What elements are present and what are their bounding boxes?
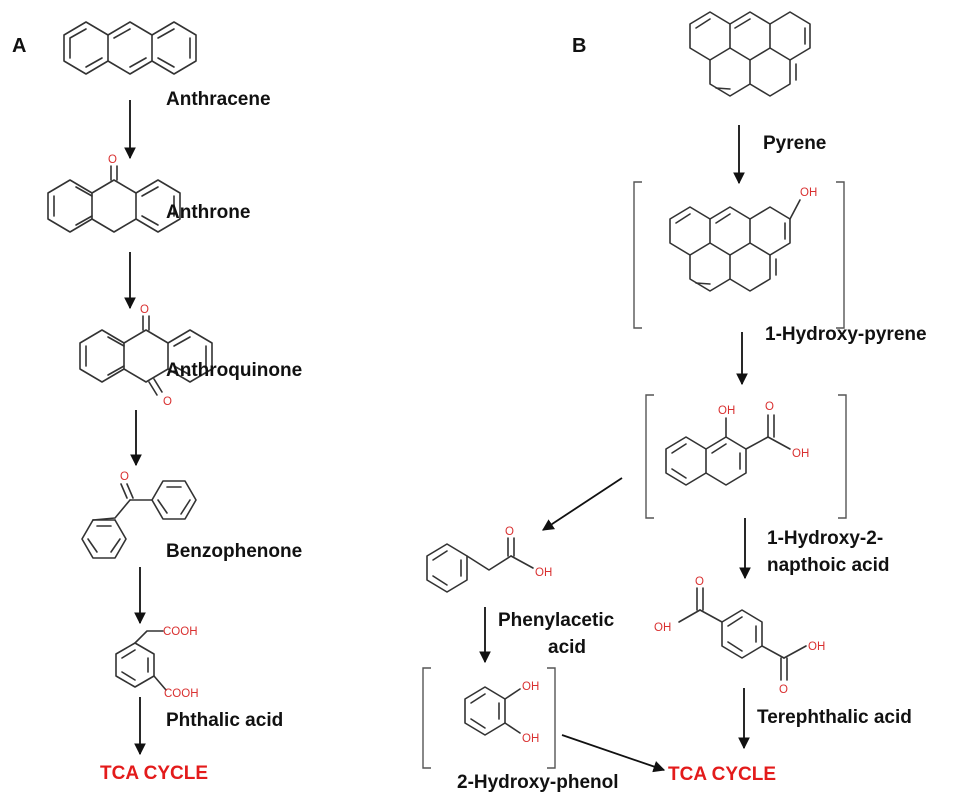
hydroxyphenol-bracket-right: [547, 667, 556, 769]
hydroxypyrene-label: 1-Hydroxy-pyrene: [765, 324, 927, 345]
naphthoic-bracket-left: [645, 394, 654, 519]
terephthalic-o-bottom: O: [779, 684, 788, 696]
terephthalic-oh-right: OH: [808, 641, 825, 653]
hydroxyphenol-bracket-left: [422, 667, 431, 769]
naphthoic-label-2: napthoic acid: [767, 555, 889, 576]
phthalic-acid-label: Phthalic acid: [166, 710, 283, 731]
phenylacetic-label-2: acid: [548, 637, 586, 658]
hydroxyphenol-oh-top: OH: [522, 681, 539, 693]
phthalic-cooh-top: COOH: [163, 626, 198, 638]
anthroquinone-o-bottom: O: [163, 396, 172, 408]
naphthoic-o: O: [765, 401, 774, 413]
anthrone-o-atom: O: [108, 154, 117, 166]
anthracene-structure: [63, 21, 197, 75]
hydroxyphenol-label: 2-Hydroxy-phenol: [457, 772, 619, 793]
naphthoic-oh-top: OH: [718, 405, 735, 417]
naphthoic-bracket-right: [838, 394, 847, 519]
phthalic-acid-structure: [115, 630, 167, 691]
phenylacetic-oh: OH: [535, 567, 552, 579]
tca-cycle-a: TCA CYCLE: [100, 763, 208, 784]
anthrone-structure: [47, 165, 181, 233]
hydroxyphenol-oh-bottom: OH: [522, 733, 539, 745]
panel-a-label: A: [12, 35, 26, 57]
phenylacetic-acid-structure: [426, 537, 534, 593]
naphthoic-acid-structure: [665, 414, 791, 486]
arrow-hydroxyphenol-tca: [561, 734, 666, 773]
benzophenone-label: Benzophenone: [166, 541, 302, 562]
terephthalic-o-top: O: [695, 576, 704, 588]
phthalic-cooh-bottom: COOH: [164, 688, 199, 700]
anthroquinone-structure: [79, 315, 213, 396]
hydroxypyrene-bracket-left: [633, 181, 642, 329]
naphthoic-oh-acid: OH: [792, 448, 809, 460]
hydroxypyrene-structure: [669, 199, 801, 292]
terephthalic-acid-structure: [678, 587, 807, 681]
naphthoic-label-1: 1-Hydroxy-2-: [767, 528, 883, 549]
terephthalic-oh-left: OH: [654, 622, 671, 634]
hydroxypyrene-bracket-right: [836, 181, 845, 329]
arrow-naphthoic-phenylacetic: [542, 477, 623, 531]
pyrene-structure: [689, 11, 811, 97]
phenylacetic-label-1: Phenylacetic: [498, 610, 615, 631]
anthroquinone-o-top: O: [140, 304, 149, 316]
anthracene-label: Anthracene: [166, 89, 271, 110]
anthroquinone-label: Anthroquinone: [166, 360, 302, 381]
phenylacetic-o: O: [505, 526, 514, 538]
terephthalic-label: Terephthalic acid: [757, 707, 912, 728]
tca-cycle-b: TCA CYCLE: [668, 764, 776, 785]
pyrene-label: Pyrene: [763, 133, 826, 154]
panel-b-label: B: [572, 35, 586, 57]
hydroxyphenol-structure: [464, 686, 521, 736]
anthrone-label: Anthrone: [166, 202, 250, 223]
hydroxypyrene-oh: OH: [800, 187, 817, 199]
benzophenone-structure: [81, 480, 197, 559]
benzophenone-o-atom: O: [120, 471, 129, 483]
